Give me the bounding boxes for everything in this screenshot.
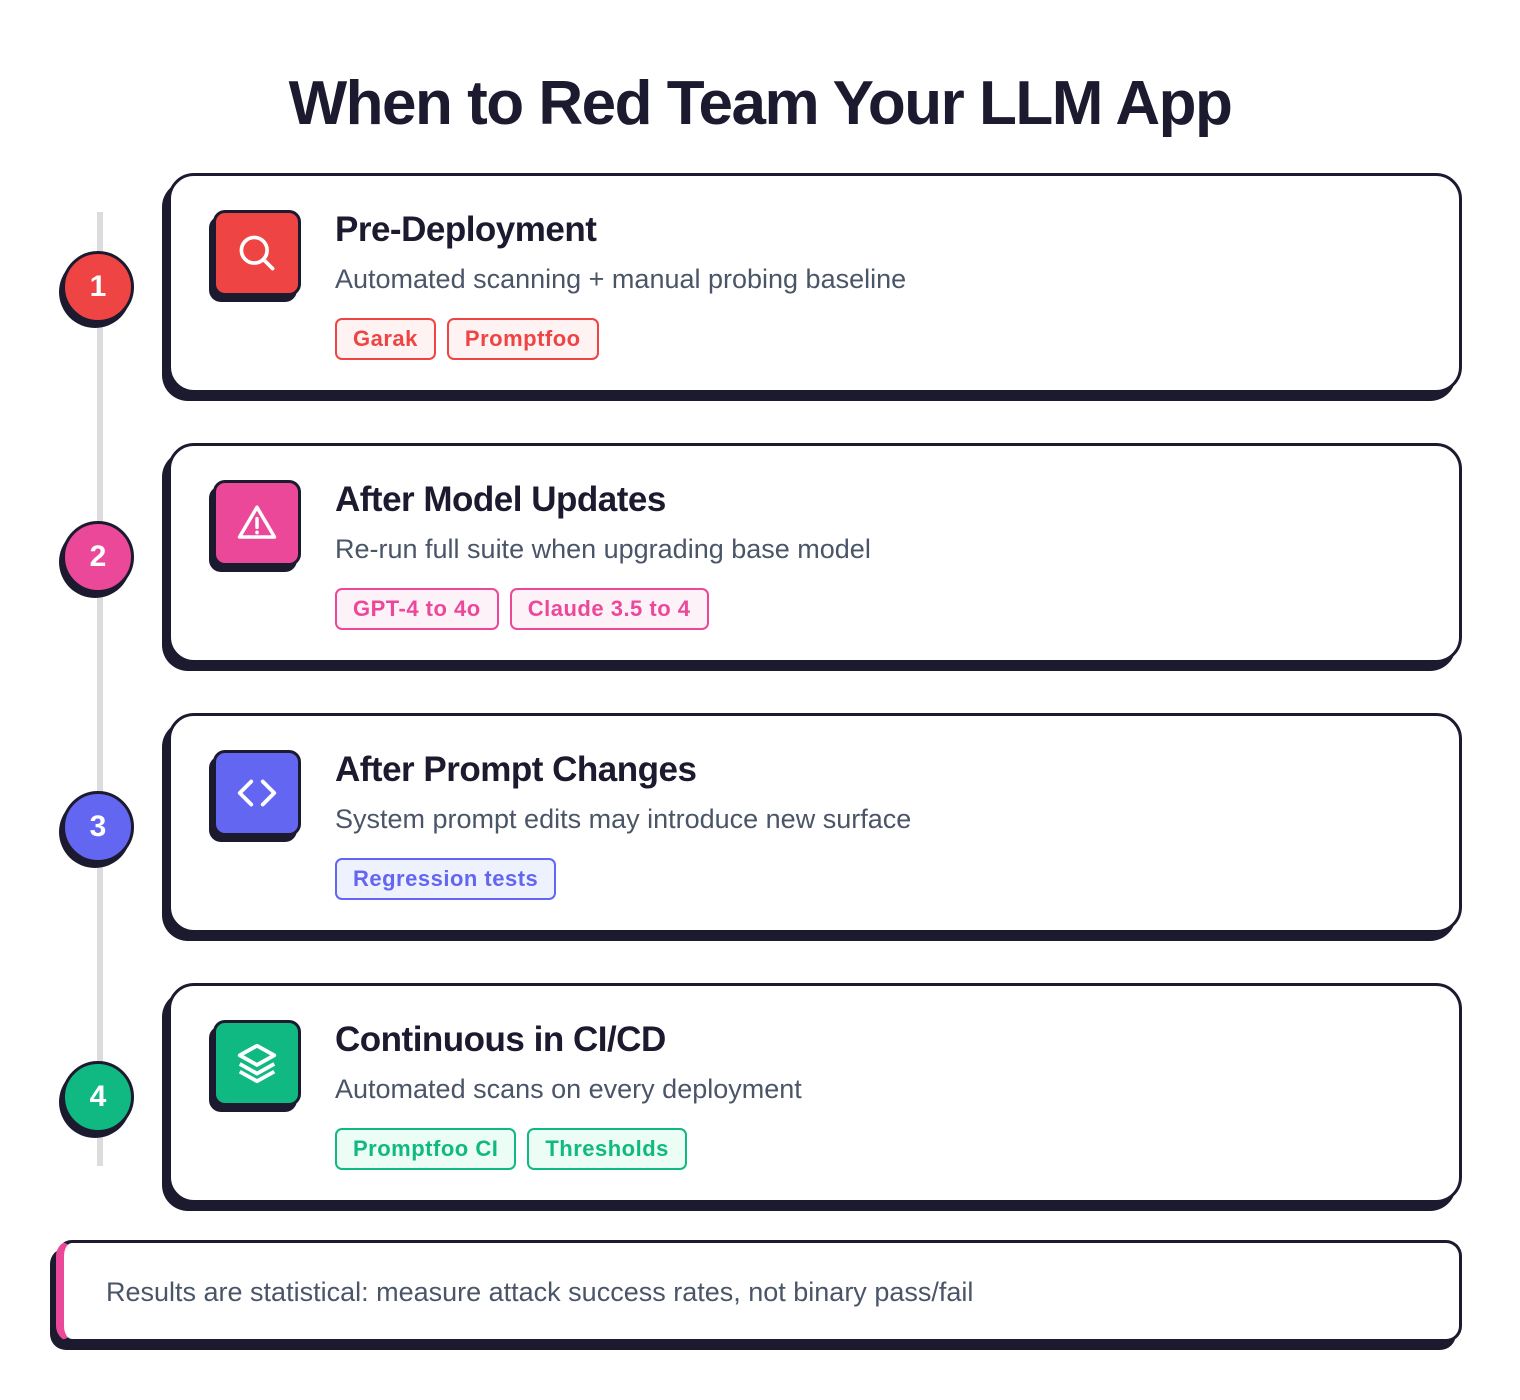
step-title: Pre-Deployment bbox=[335, 210, 597, 249]
code-icon bbox=[213, 750, 301, 836]
tag-badge: Promptfoo bbox=[446, 318, 599, 360]
timeline-line bbox=[97, 212, 103, 1166]
step-card: After Model Updates Re-run full suite wh… bbox=[168, 443, 1462, 663]
step-description: Re-run full suite when upgrading base mo… bbox=[335, 534, 871, 564]
step-description: System prompt edits may introduce new su… bbox=[335, 804, 912, 834]
step-card: Pre-Deployment Automated scanning + manu… bbox=[168, 173, 1462, 393]
search-icon bbox=[213, 210, 301, 296]
tag-badge: Claude 3.5 to 4 bbox=[509, 588, 709, 630]
layers-icon bbox=[213, 1020, 301, 1106]
step-number-1: 1 bbox=[62, 251, 134, 323]
footer-text: Results are statistical: measure attack … bbox=[106, 1277, 974, 1307]
step-number-4: 4 bbox=[62, 1061, 134, 1133]
tag-list: Regression tests bbox=[335, 858, 557, 900]
tag-badge: Regression tests bbox=[335, 858, 557, 900]
step-description: Automated scanning + manual probing base… bbox=[335, 264, 907, 294]
step-card: Continuous in CI/CD Automated scans on e… bbox=[168, 983, 1462, 1203]
step-card: After Prompt Changes System prompt edits… bbox=[168, 713, 1462, 933]
tag-badge: Promptfoo CI bbox=[335, 1128, 517, 1170]
step-title: After Prompt Changes bbox=[335, 750, 697, 789]
step-description: Automated scans on every deployment bbox=[335, 1074, 802, 1104]
tag-badge: Thresholds bbox=[527, 1128, 687, 1170]
tag-badge: Garak bbox=[335, 318, 436, 360]
tag-badge: GPT-4 to 4o bbox=[335, 588, 499, 630]
step-number-2: 2 bbox=[62, 521, 134, 593]
step-title: After Model Updates bbox=[335, 480, 666, 519]
warning-icon bbox=[213, 480, 301, 566]
step-number-3: 3 bbox=[62, 791, 134, 863]
footer-note: Results are statistical: measure attack … bbox=[56, 1240, 1462, 1342]
step-title: Continuous in CI/CD bbox=[335, 1020, 666, 1059]
page-title: When to Red Team Your LLM App bbox=[288, 69, 1233, 138]
